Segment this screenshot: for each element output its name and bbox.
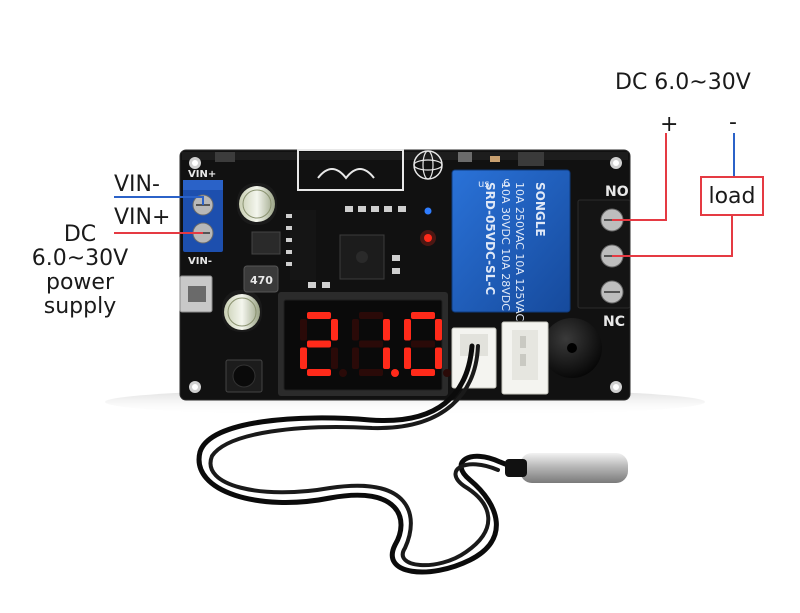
minus-sign-label: - [729, 110, 737, 135]
plus-sign-label: + [660, 112, 679, 137]
load-label: load [708, 183, 756, 209]
seven-segment-digits [300, 312, 451, 377]
display-segment [435, 319, 442, 341]
display-segment [383, 319, 390, 341]
relay-rating-1: 10A 250VAC 10A 125VAC [513, 182, 526, 322]
relay-rating-2: 10A 30VDC 10A 28VDC [499, 182, 512, 311]
silk-vin-minus: VIN- [188, 256, 212, 267]
display-decimal-point [391, 369, 399, 377]
relay-model-text: SRD-05VDC-SL-C [483, 182, 497, 295]
load-box: load [700, 176, 764, 216]
silk-vin-plus: VIN+ [188, 169, 216, 180]
display-segment [300, 319, 307, 341]
relay [451, 169, 571, 313]
com-to-load-wire [612, 216, 733, 257]
display-segment [307, 340, 331, 348]
relay-cert-text: us [478, 179, 490, 190]
display-segment [404, 319, 411, 341]
display-segment [359, 312, 383, 319]
vin-minus-wire [114, 196, 204, 205]
display-segment [435, 347, 442, 369]
display-segment [331, 319, 338, 341]
probe-cable [196, 343, 523, 575]
display-segment [404, 347, 411, 369]
display-segment [359, 369, 383, 376]
silk-nc: NC [603, 314, 625, 330]
inductor [243, 265, 279, 293]
dc-top-label: DC 6.0~30V [615, 70, 751, 95]
display-segment [352, 347, 359, 369]
no-to-plus-wire [612, 133, 667, 221]
display-segment [411, 312, 435, 319]
display-segment [307, 369, 331, 376]
status-led-red [424, 234, 432, 242]
dc-supply-line-3: power [46, 270, 114, 295]
display-decimal-point [339, 369, 347, 377]
net-led-blue [424, 207, 432, 215]
relay-brand-text: SONGLE [533, 182, 547, 237]
display-segment [411, 340, 435, 348]
display-segment [352, 319, 359, 341]
vin-minus-label: VIN- [114, 172, 160, 197]
display-segment [383, 347, 390, 369]
display-segment [331, 347, 338, 369]
dc-supply-line-4: supply [43, 294, 117, 319]
dc-supply-line-1: DC [63, 222, 97, 247]
temperature-probe [520, 453, 628, 483]
display-decimal-point [443, 369, 451, 377]
relay-pin-text: 6 [503, 177, 510, 190]
vin-plus-label: VIN+ [114, 205, 171, 230]
dc-supply-line-2: 6.0~30V [31, 246, 129, 271]
silk-no: NO [605, 184, 629, 200]
display-segment [307, 312, 331, 319]
display-segment [300, 347, 307, 369]
display-segment [359, 340, 383, 348]
svg-text:470: 470 [250, 274, 273, 287]
display-segment [411, 369, 435, 376]
voltage-regulator [251, 231, 281, 255]
wifi-logo-silk [297, 149, 404, 191]
